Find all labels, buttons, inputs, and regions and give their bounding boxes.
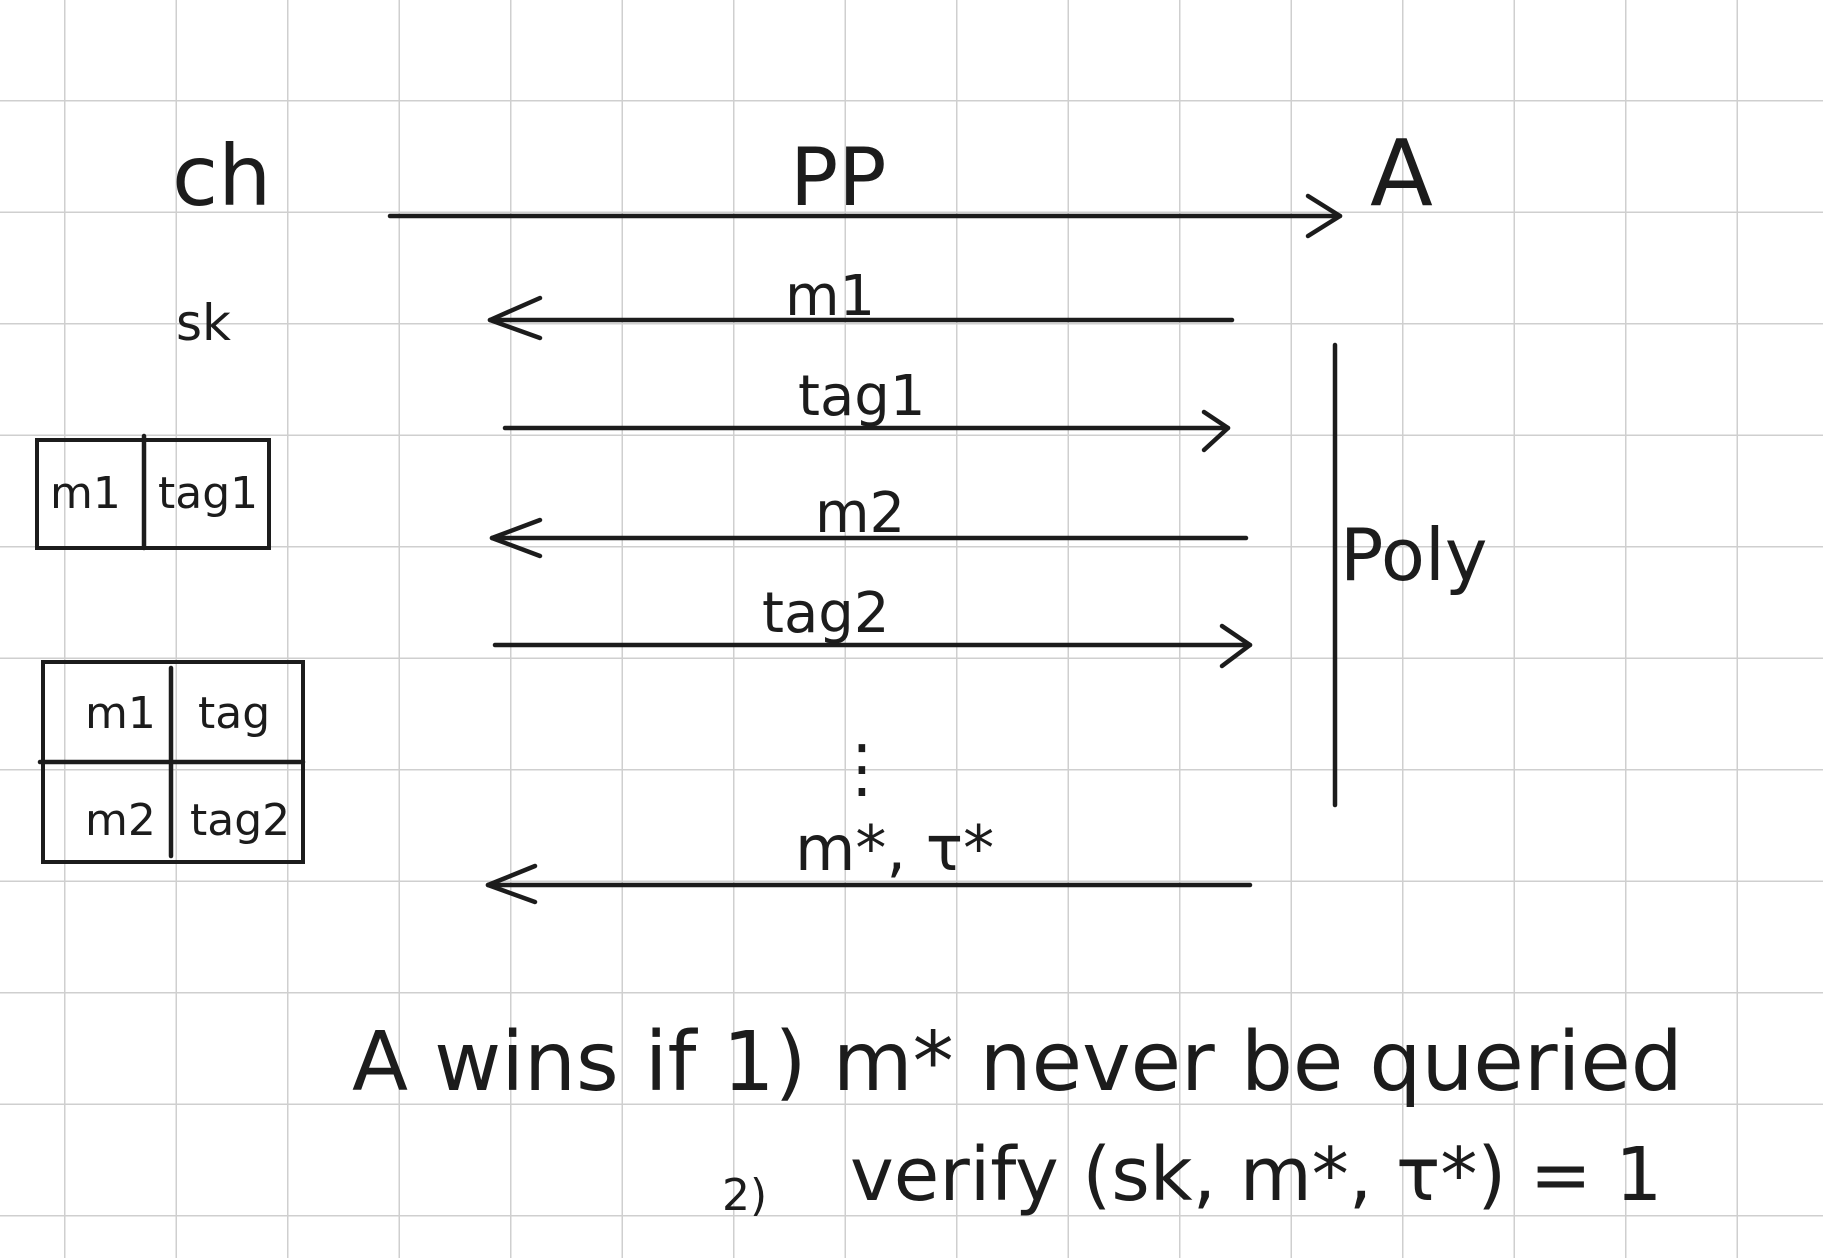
table-two-cell-tag2: tag2 <box>190 795 290 846</box>
forgery-arrow <box>485 863 1253 905</box>
m2-label: m2 <box>815 481 905 546</box>
forgery-label: m*, τ* <box>795 812 994 885</box>
query-table-one <box>35 433 271 551</box>
adversary-label: A <box>1370 120 1433 227</box>
query-table-two <box>37 660 306 864</box>
poly-label: Poly <box>1340 513 1488 597</box>
pp-label: PP <box>790 131 886 224</box>
tag2-label: tag2 <box>762 581 889 646</box>
tag1-arrow <box>502 409 1231 453</box>
table-one-cell-m1: m1 <box>50 468 121 519</box>
ellipsis-dots: ⋮ <box>830 732 894 806</box>
win-condition-line1: A wins if 1) m* never be queried <box>352 1015 1683 1110</box>
table-two-cell-m2: m2 <box>85 795 156 846</box>
table-two-cell-tag: tag <box>198 688 270 739</box>
m1-label: m1 <box>785 264 875 329</box>
m1-arrow <box>487 295 1235 341</box>
win-condition-number2: 2) <box>722 1170 767 1221</box>
tag1-label: tag1 <box>798 364 925 429</box>
table-two-cell-m1: m1 <box>85 688 156 739</box>
table-one-cell-tag1: tag1 <box>158 468 258 519</box>
m2-arrow <box>489 517 1249 559</box>
win-condition-line2: verify (sk, m*, τ*) = 1 <box>850 1132 1662 1218</box>
pp-arrow <box>387 193 1343 239</box>
tag2-arrow <box>492 623 1253 669</box>
challenger-label: ch <box>172 127 271 225</box>
secret-key-label: sk <box>176 294 231 352</box>
